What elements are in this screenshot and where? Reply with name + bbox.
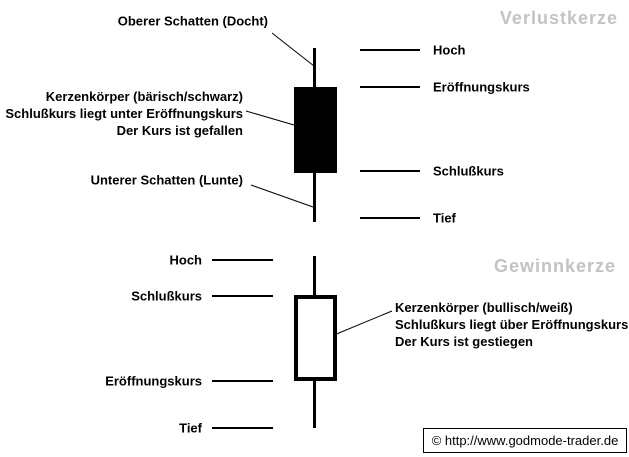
loss-tick-eroeffnungskurs [360,86,420,88]
gain-price-label-schlusskurs: Schlußkurs [131,288,202,304]
loss-price-label-hoch: Hoch [433,42,466,58]
gain-body-description-line1: Kerzenkörper (bullisch/weiß) [395,300,573,315]
upper-shadow-label: Oberer Schatten (Docht) [117,13,268,29]
loss-candle-body [294,87,337,173]
gain-body-description: Kerzenkörper (bullisch/weiß) Schlußkurs … [395,299,628,350]
loss-price-label-tief: Tief [433,210,456,226]
gain-body-description-line2: Schlußkurs liegt über Eröffnungskurs [395,317,629,332]
gain-candle-title: Gewinnkerze [493,256,616,276]
loss-price-label-schlusskurs: Schlußkurs [433,163,504,179]
gain-price-label-eroeffnungskurs: Eröffnungskurs [105,373,202,389]
loss-tick-tief [360,217,420,219]
loss-tick-hoch [360,49,420,51]
leader-line-upper-shadow [271,32,315,67]
gain-tick-schlusskurs [212,295,273,297]
loss-body-description-line2: Schlußkurs liegt unter Eröffnungskurs [5,106,243,121]
gain-price-label-hoch: Hoch [169,252,203,268]
loss-price-label-eroeffnungskurs: Eröffnungskurs [433,79,530,95]
loss-body-description: Kerzenkörper (bärisch/schwarz) Schlußkur… [5,88,243,139]
copyright-box: © http://www.godmode-trader.de [423,428,627,453]
gain-tick-hoch [212,259,273,261]
leader-line-loss-body [245,110,295,126]
loss-body-description-line1: Kerzenkörper (bärisch/schwarz) [45,89,243,104]
loss-candle-title: Verlustkerze [499,8,618,28]
gain-candle-body [294,295,337,381]
lower-shadow-label: Unterer Schatten (Lunte) [90,172,243,188]
copyright-text: © http://www.godmode-trader.de [431,433,619,448]
gain-tick-eroeffnungskurs [212,380,273,382]
loss-body-description-line3: Der Kurs ist gefallen [116,123,243,138]
leader-line-lower-shadow [250,184,314,208]
gain-tick-tief [212,427,273,429]
loss-tick-schlusskurs [360,170,420,172]
gain-body-description-line3: Der Kurs ist gestiegen [395,334,533,349]
gain-price-label-tief: Tief [179,420,202,436]
